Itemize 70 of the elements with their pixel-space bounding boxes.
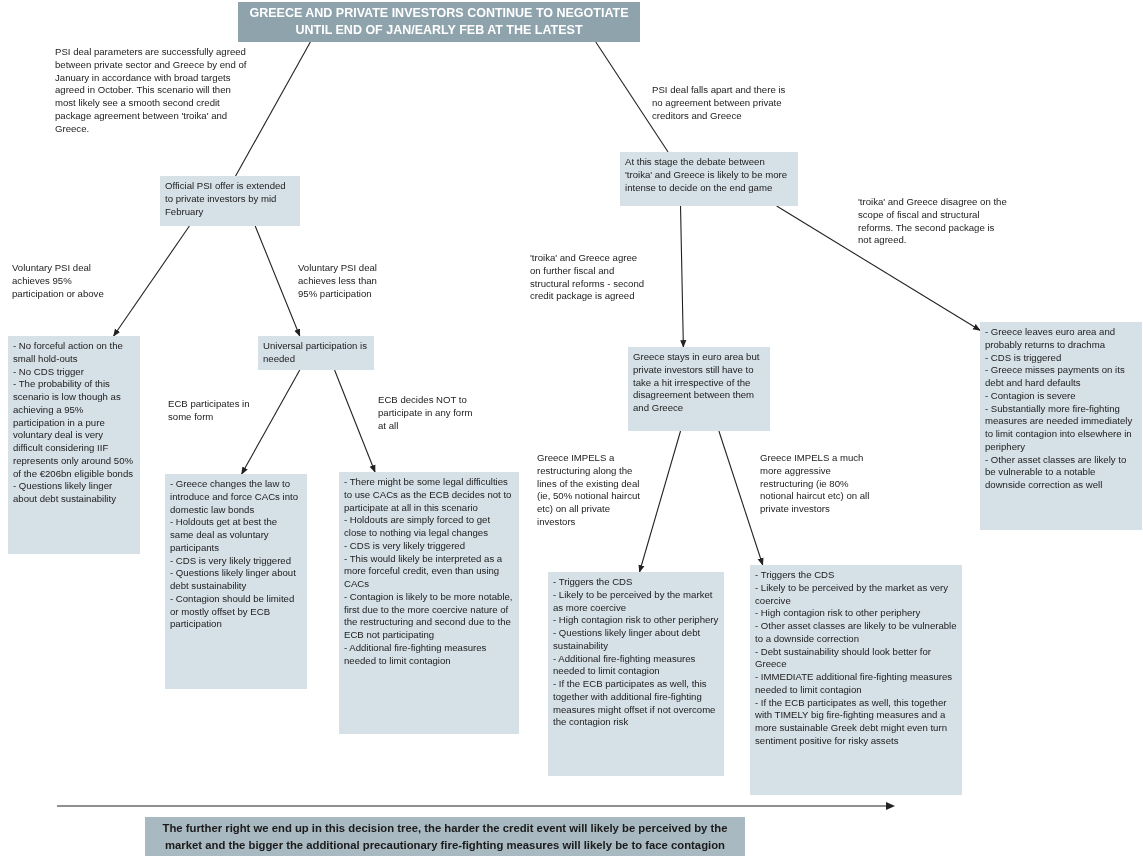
bullet-text: - Additional fire-fighting measures needed to limit contagion (344, 641, 488, 668)
bullet-text: - CDS is very likely triggered (170, 554, 293, 568)
edge-label: Voluntary PSI deal achieves 95% participation or above (12, 262, 105, 301)
bullet-text: - No forceful action on the small hold-outs (13, 340, 124, 366)
bullet-text: - The probability of this scenario is low though as achieving a 95% participation in a pure voluntary deal is very difficult considering IIF represents only around 50% of the €206bn eligible bonds (13, 378, 135, 481)
bullet-text: - Triggers the CDS (755, 569, 836, 582)
bullet-text: - Contagion is likely to be more notable, first due to the more coercive nature of the restructuring and second due to the ECB not participating (344, 590, 514, 642)
bullet-text: - Triggers the CDS (553, 576, 634, 589)
edge-label: 'troika' and Greece agree on further fiscal and structural reforms - second credit package is agreed (530, 252, 646, 303)
edge-label: PSI deal falls apart and there is no agreement between private creditors and Greece (652, 84, 787, 123)
bullet-text: - If the ECB participates as well, this together with additional fire-fighting measures might offset if not overcome the contagion risk (553, 678, 717, 729)
bullet-text: - Likely to be perceived by the market as very coercive (755, 581, 950, 608)
edge-label: 'troika' and Greece disagree on the scope of fiscal and structural reforms. The second package is not agreed. (858, 196, 1008, 247)
title-banner (238, 2, 640, 42)
outcome-box (8, 336, 140, 554)
arrow (776, 205, 981, 331)
bullet-text: - Questions likely linger about debt sustainability (13, 480, 117, 506)
box-text: Official PSI offer is extended to private investors by mid February (165, 180, 287, 219)
box-text: At this stage the debate between 'troika' and Greece is likely to be more intense to decide on the end game (625, 156, 789, 195)
edge-label: Voluntary PSI deal achieves less than 95% participation (298, 262, 378, 301)
bullet-text: - No CDS trigger (13, 365, 85, 379)
bullet-text: - If the ECB participates as well, this together with TIMELY big fire-fighting measures and a more sustainable Greek debt might even turn sentiment positive for risky assets (755, 696, 948, 748)
bullet-text: - Holdouts get at best the same deal as voluntary participants (170, 516, 279, 555)
box-text: Greece stays in euro area but private investors still have to take a hit irrespective of the disagreement between them and Greece (633, 351, 761, 415)
edge-label: PSI deal parameters are successfully agreed between private sector and Greece by end of January in accordance with broad targets agreed in October. This scenario will then most likely see a smooth second credit package agreement between 'troika' and Greece. (55, 46, 247, 136)
outcome-box (339, 472, 519, 734)
bullet-text: - CDS is triggered (985, 351, 1063, 365)
decision-box (628, 347, 770, 431)
edge-label: ECB participates in some form (168, 398, 251, 424)
bullet-text: - Substantially more fire-fighting measures are needed immediately to limit contagion into elsewhere in periphery (985, 402, 1134, 454)
outcome-box (750, 565, 962, 795)
outcome-box (165, 474, 307, 689)
decision-box (258, 336, 374, 370)
bullet-text: - Greece changes the law to introduce and force CACs into domestic law bonds (170, 478, 299, 517)
bullet-text: - Additional fire-fighting measures needed to limit contagion (553, 652, 697, 678)
decision-box (160, 176, 300, 226)
bullet-text: - Contagion should be limited or mostly offset by ECB participation (170, 592, 296, 631)
bullet-text: - Questions likely linger about debt sustainability (553, 627, 702, 653)
arrow (241, 369, 301, 475)
bullet-text: - Greece leaves euro area and probably returns to drachma (985, 326, 1117, 352)
bullet-text: - High contagion risk to other periphery (755, 607, 922, 620)
arrow (254, 225, 301, 337)
outcome-box (980, 322, 1142, 530)
edge-label: Greece IMPELS a restructuring along the lines of the existing deal (ie, 50% notional haircut etc) on all private investors (537, 452, 641, 529)
bullet-text: - Debt sustainability should look better for Greece (755, 645, 932, 671)
arrow (718, 430, 764, 566)
edge-label: ECB decides NOT to participate in any form at all (378, 394, 474, 433)
bullet-text: - Other asset classes are likely to be vulnerable to a downside correction (755, 620, 957, 646)
arrow (113, 225, 190, 337)
arrow (638, 430, 682, 573)
edge-label: Greece IMPELS a much more aggressive restructuring (ie 80% notional haircut etc) on all private investors (760, 452, 871, 516)
bullet-text: - CDS is very likely triggered (344, 539, 467, 553)
bullet-text: - High contagion risk to other periphery (553, 614, 719, 627)
summary-box (145, 817, 745, 856)
bullet-text: - Holdouts are simply forced to get close to nothing via legal changes (344, 514, 492, 540)
box-text: Universal participation is needed (263, 340, 368, 366)
box-text: The further right we end up in this decision tree, the harder the credit event will likely be perceived by the market and the bigger the additional precautionary fire-fighting measures will likely be to face contagion (161, 821, 729, 853)
decision-box (620, 152, 798, 206)
bullet-text: - IMMEDIATE additional fire-fighting measures needed to limit contagion (755, 671, 954, 697)
box-text: GREECE AND PRIVATE INVESTORS CONTINUE TO NEGOTIATE UNTIL END OF JAN/EARLY FEB AT THE LATEST (248, 5, 630, 39)
arrow (679, 205, 687, 348)
outcome-box (548, 572, 724, 776)
bullet-text: - There might be some legal difficulties to use CACs as the ECB decides not to participate at all in this scenario (344, 476, 513, 515)
bullet-text: - Contagion is severe (985, 389, 1077, 403)
bullet-text: - Questions likely linger about debt sustainability (170, 567, 297, 593)
arrow (334, 369, 376, 473)
bullet-text: - This would likely be interpreted as a more forceful credit, even than using CACs (344, 552, 504, 591)
bullet-text: - Likely to be perceived by the market as more coercive (553, 588, 714, 615)
bullet-text: - Greece misses payments on its debt and hard defaults (985, 364, 1126, 390)
bullet-text: - Other asset classes are likely to be vulnerable to a notable downside correction as well (985, 453, 1128, 492)
